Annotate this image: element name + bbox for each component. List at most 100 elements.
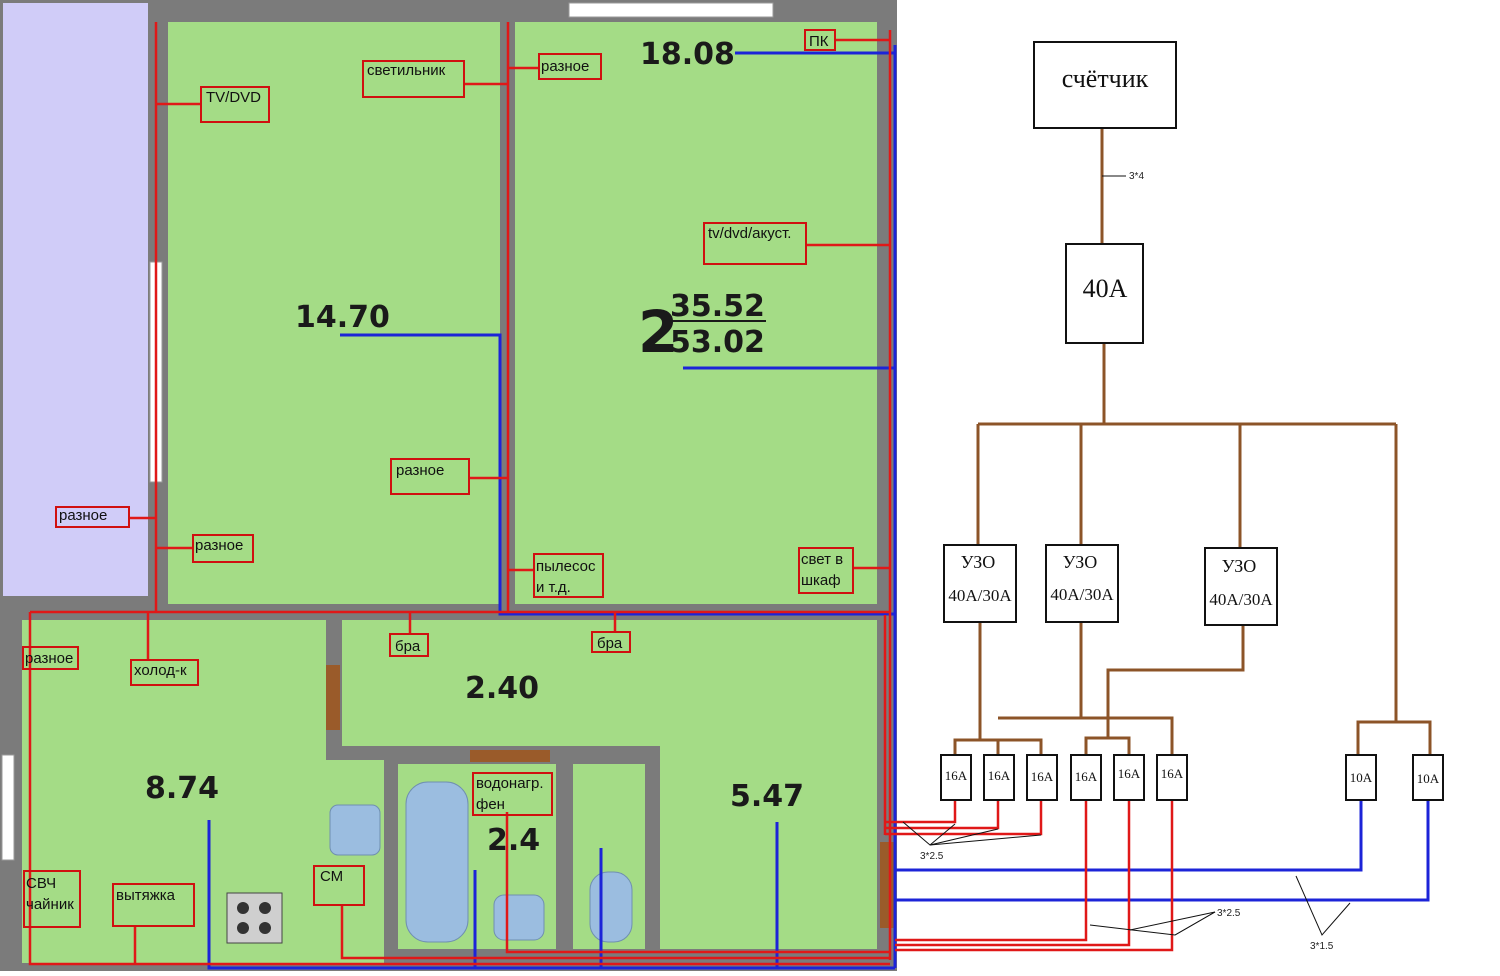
label-raznoe-room2: разное [541, 58, 589, 75]
breaker-16a-2 [983, 754, 1015, 801]
room-areas: 14.70 18.08 2 35.52 53.02 8.74 2.40 2.4 … [145, 37, 804, 858]
plan-labels: TV/DVD светильник разное ПК tv/dvd/акуст… [25, 33, 843, 913]
label-svet-2: шкаф [801, 572, 841, 589]
main-breaker-label: 40А [1083, 274, 1128, 303]
toilet [589, 871, 633, 943]
feed-10a-split [1356, 720, 1432, 755]
cable-main-label: 3*4 [1129, 171, 1144, 182]
cable-callouts [902, 821, 1351, 936]
area-flat-prefix: 2 [638, 298, 678, 366]
bathtub [405, 781, 469, 943]
light-wiring [207, 45, 1430, 970]
label-svch-1: СВЧ [26, 875, 56, 892]
breaker-16a-3-label: 16А [1031, 769, 1054, 784]
socket-to-16a-3 [885, 800, 1043, 836]
breaker-16a-3 [1026, 754, 1058, 801]
area-hall: 5.47 [730, 779, 804, 814]
main-breaker-box [1065, 243, 1144, 344]
room-big [168, 22, 500, 604]
label-vytyazhka: вытяжка [116, 887, 176, 904]
rcd-box-1 [943, 544, 1017, 623]
area-corridor: 2.40 [465, 671, 539, 706]
breaker-16a-5 [1113, 754, 1145, 801]
socket-vodonagr [505, 812, 890, 954]
breaker-16a-1 [940, 754, 972, 801]
breaker-16a-6-label: 16А [1161, 766, 1184, 781]
rcd-1-rating: 40А/30А [948, 586, 1012, 605]
label-boxes [22, 29, 854, 928]
feed-rcd3-split [1084, 736, 1131, 755]
label-bra-2: бра [597, 635, 623, 652]
breaker-10a-2-label: 10А [1417, 771, 1440, 786]
area-room-small: 18.08 [640, 37, 735, 72]
label-raznoe-left: разное [59, 507, 107, 524]
rcd-2-rating: 40А/30А [1050, 585, 1114, 604]
area-room-big: 14.70 [295, 300, 390, 335]
meter-label: счётчик [1062, 64, 1149, 93]
breaker-16a-4 [1070, 754, 1102, 801]
label-pylesos-1: пылесос [536, 558, 596, 575]
label-vodonagr-2: фен [476, 796, 505, 813]
feed-wiring [953, 128, 1432, 755]
feed-rcd3-down [1106, 625, 1245, 738]
light-line-room1 [340, 333, 895, 616]
meter-box [1033, 41, 1177, 129]
socket-to-16a-1 [885, 800, 957, 824]
window-kitchen [1, 754, 15, 861]
socket-to-16a-6 [895, 800, 1174, 952]
distribution-scheme: счётчик 3*4 40А УЗО 40А/30А УЗО 40А/30А … [902, 41, 1444, 952]
cable-25-a-label: 3*2.5 [920, 851, 944, 862]
cable-25-b-label: 3*2.5 [1217, 908, 1241, 919]
feed-rcd1-down [953, 622, 982, 755]
breaker-16a-4-label: 16А [1075, 769, 1098, 784]
breaker-16a-2-label: 16А [988, 768, 1011, 783]
light-to-10a-1 [895, 800, 1363, 872]
label-svet-1: свет в [801, 551, 843, 568]
socket-wiring [28, 22, 1174, 966]
label-raznoe-mid: разное [396, 462, 444, 479]
label-raznoe-room1: разное [195, 537, 243, 554]
area-kitchen: 8.74 [145, 771, 219, 806]
balcony [3, 3, 148, 596]
label-bra-1: бра [395, 638, 421, 655]
door-bath [470, 750, 550, 762]
hall-room [660, 746, 877, 949]
stove [226, 892, 283, 944]
socket-to-16a-2 [885, 800, 1000, 830]
breaker-16a-6 [1156, 754, 1188, 801]
rcd-3-rating: 40А/30А [1209, 590, 1273, 609]
breaker-10a-1-label: 10А [1350, 770, 1373, 785]
label-cm: СМ [320, 868, 343, 885]
breaker-10a-2 [1412, 754, 1444, 801]
label-pylesos-2: и т.д. [536, 579, 571, 596]
feed-rcd1-split [955, 738, 1043, 755]
area-flat-living: 35.52 [670, 289, 765, 324]
rcd-box-3 [1204, 547, 1278, 626]
rcd-1-title: УЗО [961, 552, 996, 572]
breaker-10a-1 [1345, 754, 1377, 801]
label-svetilnik: светильник [367, 62, 446, 79]
room-small [515, 22, 877, 604]
sink-kitchen [329, 804, 381, 856]
label-tv-dvd-akust: tv/dvd/акуст. [708, 225, 791, 242]
sink-bath [493, 894, 545, 941]
light-to-10a-2 [893, 800, 1430, 955]
rcd-2-title: УЗО [1063, 552, 1098, 572]
label-pk: ПК [809, 33, 829, 50]
kitchen-niche [326, 760, 384, 963]
door-entrance [880, 842, 894, 928]
area-bath: 2.4 [487, 823, 540, 858]
breaker-16a-1-label: 16А [945, 768, 968, 783]
socket-cm [340, 905, 890, 960]
door-kitchen [326, 665, 340, 730]
corridor-room [342, 620, 877, 746]
label-holod: холод-к [134, 662, 187, 679]
feed-rcd2-split [998, 716, 1174, 755]
light-line-kitchen [207, 820, 895, 970]
label-tv-dvd: TV/DVD [206, 89, 261, 106]
rcd-3-title: УЗО [1222, 556, 1257, 576]
breaker-16a-5-label: 16А [1118, 766, 1141, 781]
label-raznoe-kitchen: разное [25, 650, 73, 667]
